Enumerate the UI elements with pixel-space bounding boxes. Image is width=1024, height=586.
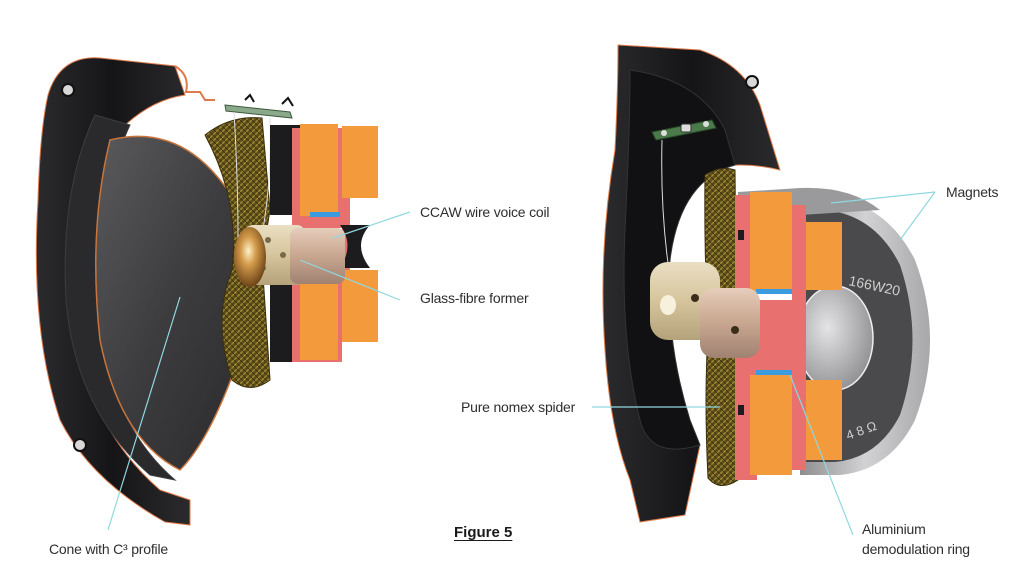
label-spider: Pure nomex spider [461,399,576,415]
leader-former [299,259,401,301]
cone-surface [95,135,253,471]
left-driver [35,57,378,526]
leader-magnets-1 [830,191,936,204]
terminal-board-right [651,119,717,291]
label-demod-ring-line1: Aluminium [862,521,926,537]
former-and-coil-right [650,262,760,358]
label-demod-ring-line2: demodulation ring [862,541,970,557]
label-voice-coil: CCAW wire voice coil [420,204,550,220]
leader-magnets-2 [899,191,936,241]
label-former: Glass-fibre former [420,290,529,306]
leader-cone [107,296,181,531]
label-magnets: Magnets [946,184,999,200]
leader-voice-coil [332,211,411,239]
former-and-coil-left [234,225,345,287]
leader-demod-ring [789,374,854,536]
label-cone: Cone with C³ profile [49,541,168,557]
right-driver: 166W20 4 8 Ω [602,44,930,523]
figure-caption: Figure 5 [454,524,513,541]
leader-lines [107,191,936,536]
